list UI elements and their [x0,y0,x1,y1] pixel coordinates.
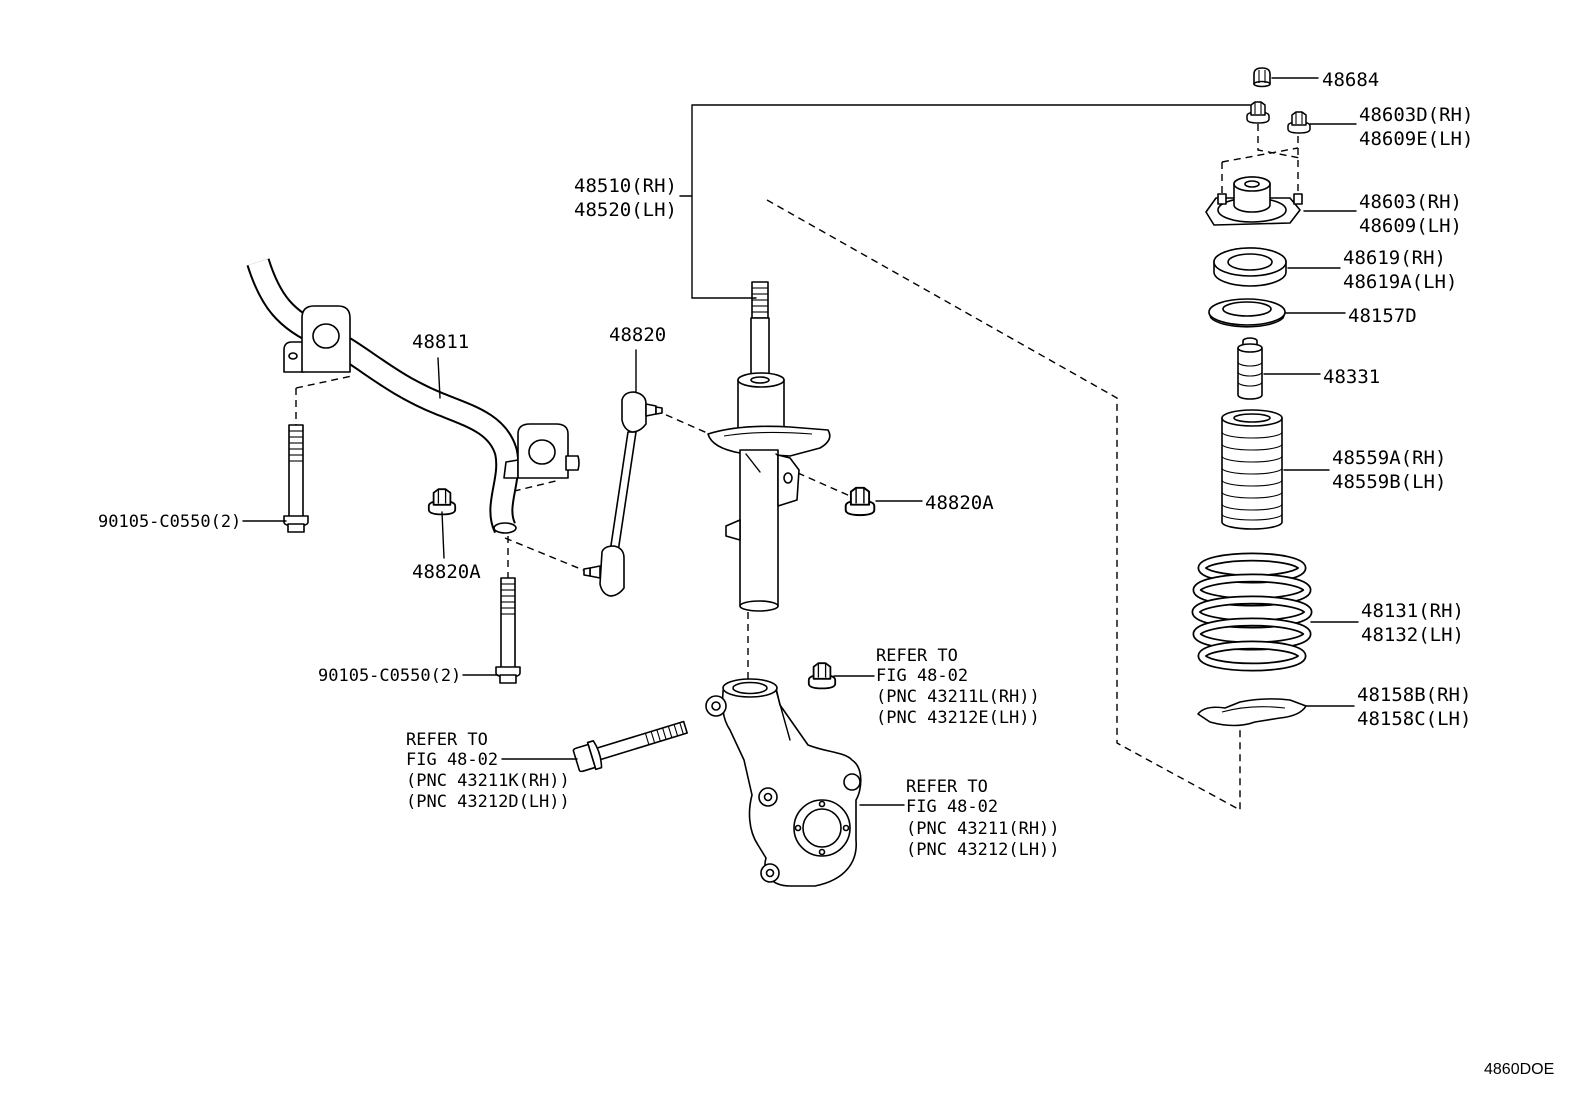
callout-support-lh: 48609(LH) [1359,215,1462,237]
ref-bolt-line-1: REFER TO [406,730,488,750]
upper-flange-nut-right [1287,111,1311,134]
bound-bumper [1237,337,1263,400]
callout-upper-nut-rh: 48603D(RH) [1359,104,1473,126]
ref-knuckle-line-2: FIG 48-02 [906,797,998,817]
leader-lines [242,77,1359,806]
dashed-bushing-2 [501,479,561,495]
leader-stabilizer-bar [437,357,441,399]
stabilizer-link [583,391,663,597]
ref-nut-line-1: REFER TO [876,646,958,666]
callout-support-rh: 48603(RH) [1359,191,1462,213]
coil-spring [1191,552,1313,672]
strut-bearing [1213,247,1287,287]
diagram-code: 4860DOE [1484,1061,1554,1078]
ref-bolt-line-4: (PNC 43212D(LH)) [406,792,570,812]
callout-boot-lh: 48559B(LH) [1332,471,1446,493]
callout-link-nut-right: 48820A [925,492,994,514]
stabilizer-bushing-left [283,305,351,373]
callout-stabilizer-bar: 48811 [412,331,469,353]
callout-strut-rh: 48510(RH) [574,175,677,197]
dashed-strut-to-spring-group [766,199,1241,812]
leader-strut [679,104,1251,299]
callout-boot-rh: 48559A(RH) [1332,447,1446,469]
ref-bolt-line-2: FIG 48-02 [406,750,498,770]
callout-labels: 48684 48603D(RH) 48609E(LH) 48603(RH) 48… [98,69,1554,1078]
shock-absorber-strut [707,281,831,612]
ref-knuckle-line-1: REFER TO [906,777,988,797]
callout-bearing-lh: 48619A(LH) [1343,271,1457,293]
dashed-bushing-1 [295,375,353,389]
callout-strut-lh: 48520(LH) [574,199,677,221]
leader-link-nut-left [441,511,445,559]
ref-knuckle-line-4: (PNC 43212(LH)) [906,840,1060,860]
cap-nut [1253,67,1271,88]
dashed-top-nut-left [1257,124,1301,159]
callout-bumper: 48331 [1323,366,1380,388]
ref-knuckle-line-3: (PNC 43211(RH)) [906,819,1060,839]
dashed-assembly-lines [295,124,1301,812]
callout-bearing-rh: 48619(RH) [1343,247,1446,269]
steering-knuckle [705,678,862,887]
callout-spring-lh: 48132(LH) [1361,624,1464,646]
callout-stabilizer-link: 48820 [609,324,666,346]
ref-bolt-line-3: (PNC 43211K(RH)) [406,771,570,791]
callout-upper-seat: 48157D [1348,305,1417,327]
bushing-bolt-lower [495,577,521,684]
dashed-bar-to-link [504,537,589,573]
upper-spring-seat [1208,298,1286,328]
dashed-top-nut-cross [1221,147,1299,163]
knuckle-flange-nut [807,662,837,690]
ref-nut-line-2: FIG 48-02 [876,666,968,686]
bushing-bolt-upper [283,424,309,533]
link-nut-right [844,486,876,517]
callout-spring-rh: 48131(RH) [1361,600,1464,622]
callout-lower-insulator-lh: 48158C(LH) [1357,708,1471,730]
link-nut-left [427,488,457,516]
callout-cap-nut: 48684 [1322,69,1379,91]
callout-bolt-lower: 90105-C0550(2) [318,666,461,686]
ref-nut-line-4: (PNC 43212E(LH)) [876,708,1040,728]
callout-lower-insulator-rh: 48158B(RH) [1357,684,1471,706]
suspension-support [1205,176,1303,226]
knuckle-bolt [572,720,688,773]
dust-boot [1221,409,1283,530]
stabilizer-bushing-right [503,423,580,479]
callout-bolt-upper: 90105-C0550(2) [98,512,241,532]
lower-spring-insulator [1197,698,1307,727]
ref-nut-line-3: (PNC 43211L(RH)) [876,687,1040,707]
callout-upper-nut-lh: 48609E(LH) [1359,128,1473,150]
callout-link-nut-left: 48820A [412,561,481,583]
